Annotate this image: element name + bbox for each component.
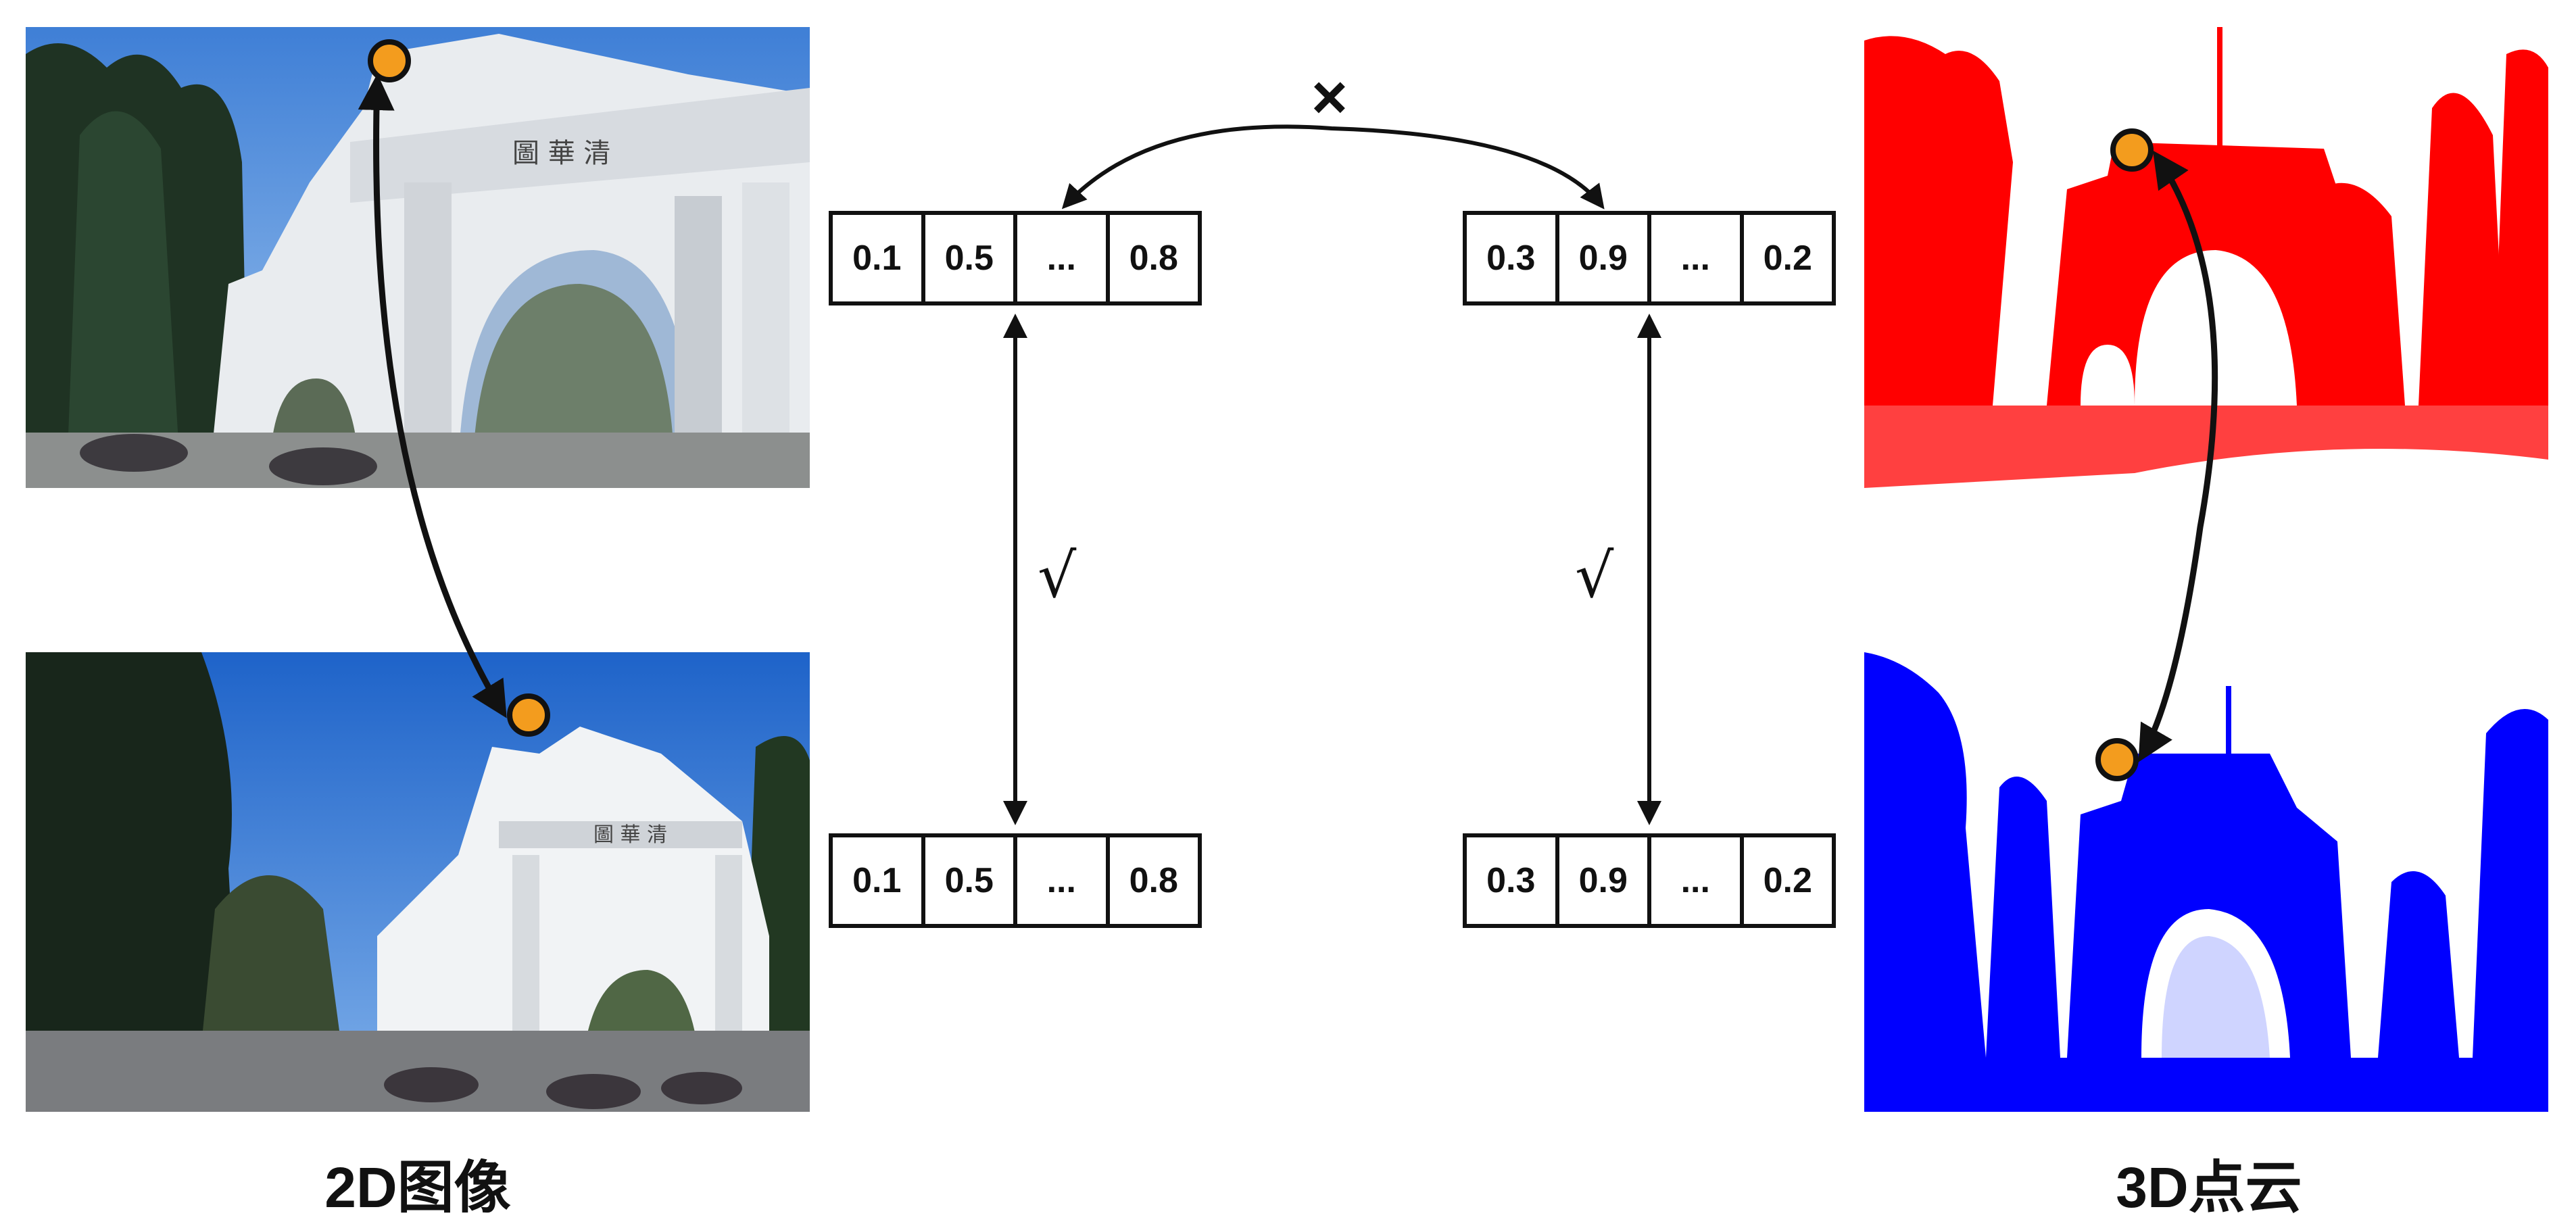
mismatch-mark: × bbox=[1311, 63, 1348, 132]
vector-cell: ... bbox=[1651, 215, 1744, 301]
double-arrow-icon bbox=[1061, 124, 1605, 210]
gate-photo-top-art: 圖 華 清 bbox=[26, 27, 810, 488]
vector-cell: 0.8 bbox=[1129, 239, 1178, 278]
vector-cell: 0.2 bbox=[1763, 861, 1812, 900]
point-cloud-bottom bbox=[1864, 652, 2548, 1112]
vector-cell: 0.9 bbox=[1559, 837, 1651, 924]
point-cloud-bottom-art bbox=[1864, 652, 2548, 1112]
svg-text:圖 華 清: 圖 華 清 bbox=[512, 138, 610, 169]
svg-text:圖 華 清: 圖 華 清 bbox=[593, 823, 667, 847]
caption-3d-point-cloud: 3D点云 bbox=[2116, 1156, 2302, 1219]
point-cloud-top-art bbox=[1864, 27, 2548, 488]
vector-cell: 0.3 bbox=[1467, 837, 1559, 924]
gate-photo-bottom-art: 圖 華 清 bbox=[26, 652, 810, 1112]
vector-cell: 0.3 bbox=[1467, 215, 1559, 301]
vector-cell: 0.8 bbox=[1129, 861, 1178, 900]
match-mark-right: √ bbox=[1575, 541, 1614, 612]
vector-cell: 0.9 bbox=[1559, 215, 1651, 301]
vector-cell: 0.1 bbox=[833, 837, 925, 924]
vector-cell: 0.2 bbox=[1763, 239, 1812, 278]
vector-cell: ... bbox=[1017, 215, 1110, 301]
vector-cell: ... bbox=[1017, 837, 1110, 924]
vector-cell: ... bbox=[1651, 837, 1744, 924]
feature-vector-top-left: 0.1 0.5 ... 0.8 bbox=[829, 211, 1202, 305]
photo-top: 圖 華 清 bbox=[26, 27, 810, 488]
feature-vector-bottom-right: 0.3 0.9 ... 0.2 bbox=[1463, 833, 1836, 928]
vector-cell: 0.5 bbox=[925, 215, 1017, 301]
feature-vector-bottom-left: 0.1 0.5 ... 0.8 bbox=[829, 833, 1202, 928]
feature-vector-top-right: 0.3 0.9 ... 0.2 bbox=[1463, 211, 1836, 305]
vector-cell: 0.1 bbox=[833, 215, 925, 301]
photo-bottom: 圖 華 清 bbox=[26, 652, 810, 1112]
caption-2d-image: 2D图像 bbox=[324, 1156, 511, 1219]
match-mark-left: √ bbox=[1038, 541, 1077, 612]
vector-cell: 0.5 bbox=[925, 837, 1017, 924]
point-cloud-top bbox=[1864, 27, 2548, 488]
